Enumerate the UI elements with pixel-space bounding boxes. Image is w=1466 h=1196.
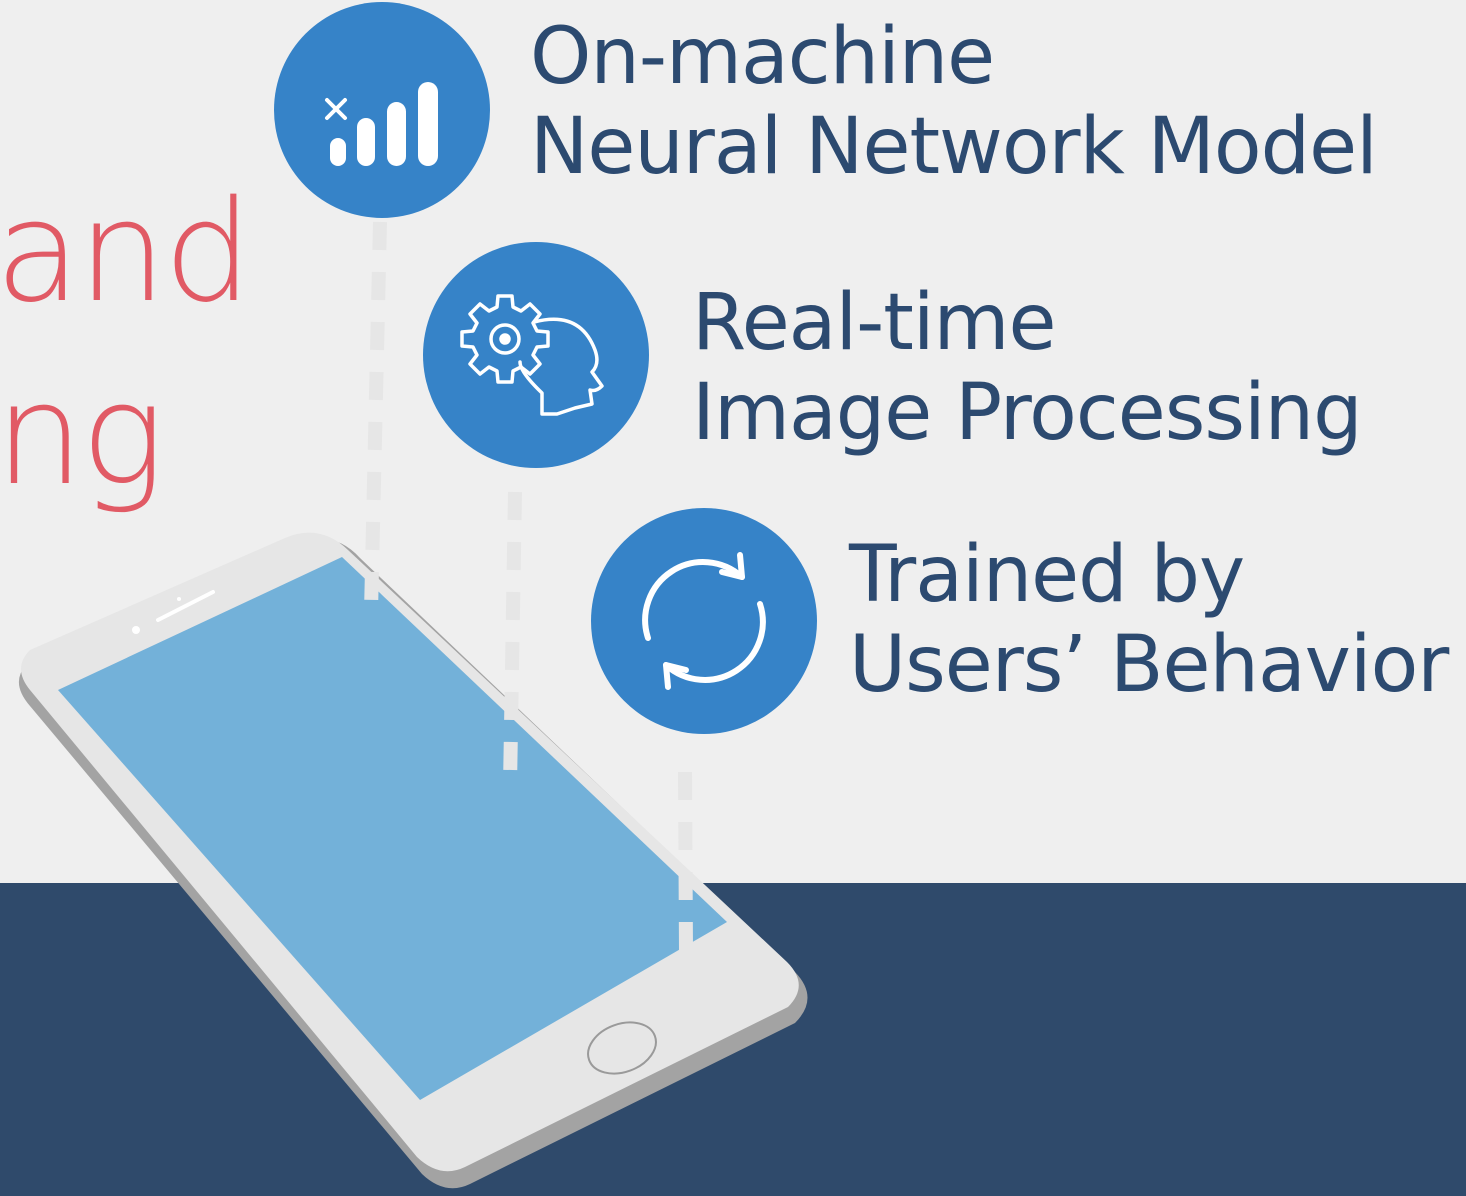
feature-title-image-processing: Real-time Image Processing <box>692 278 1363 458</box>
feature-title-user-behavior: Trained by Users’ Behavior <box>849 530 1449 710</box>
phone-screen <box>58 557 727 1100</box>
feature-circle-2 <box>423 242 649 468</box>
feature-title-neural-network: On-machine Neural Network Model <box>530 12 1378 192</box>
connector-lines <box>364 221 693 953</box>
feature-title-line: Users’ Behavior <box>849 620 1449 710</box>
phone-sensor <box>177 597 181 601</box>
feature-title-line: Real-time <box>692 278 1057 368</box>
feature-circle-3 <box>591 508 817 734</box>
feature-title-line: Neural Network Model <box>530 102 1378 192</box>
phone-camera <box>132 626 140 634</box>
feature-title-line: Trained by <box>849 530 1245 620</box>
feature-circle-1 <box>274 2 490 218</box>
refresh-cycle-icon <box>642 552 766 690</box>
feature-title-line: On-machine <box>530 12 995 102</box>
connector-line-3 <box>678 771 693 953</box>
headline-line-1: and <box>0 171 252 334</box>
signal-bars-icon <box>325 82 438 166</box>
feature-title-line: Image Processing <box>692 368 1363 458</box>
headline-line-2: ng <box>0 354 165 517</box>
smartphone-illustration <box>18 532 808 1189</box>
connector-line-1 <box>364 221 387 613</box>
gear-head-icon <box>460 294 604 416</box>
phone-speaker <box>156 590 215 622</box>
phone-home-button <box>587 1021 657 1075</box>
